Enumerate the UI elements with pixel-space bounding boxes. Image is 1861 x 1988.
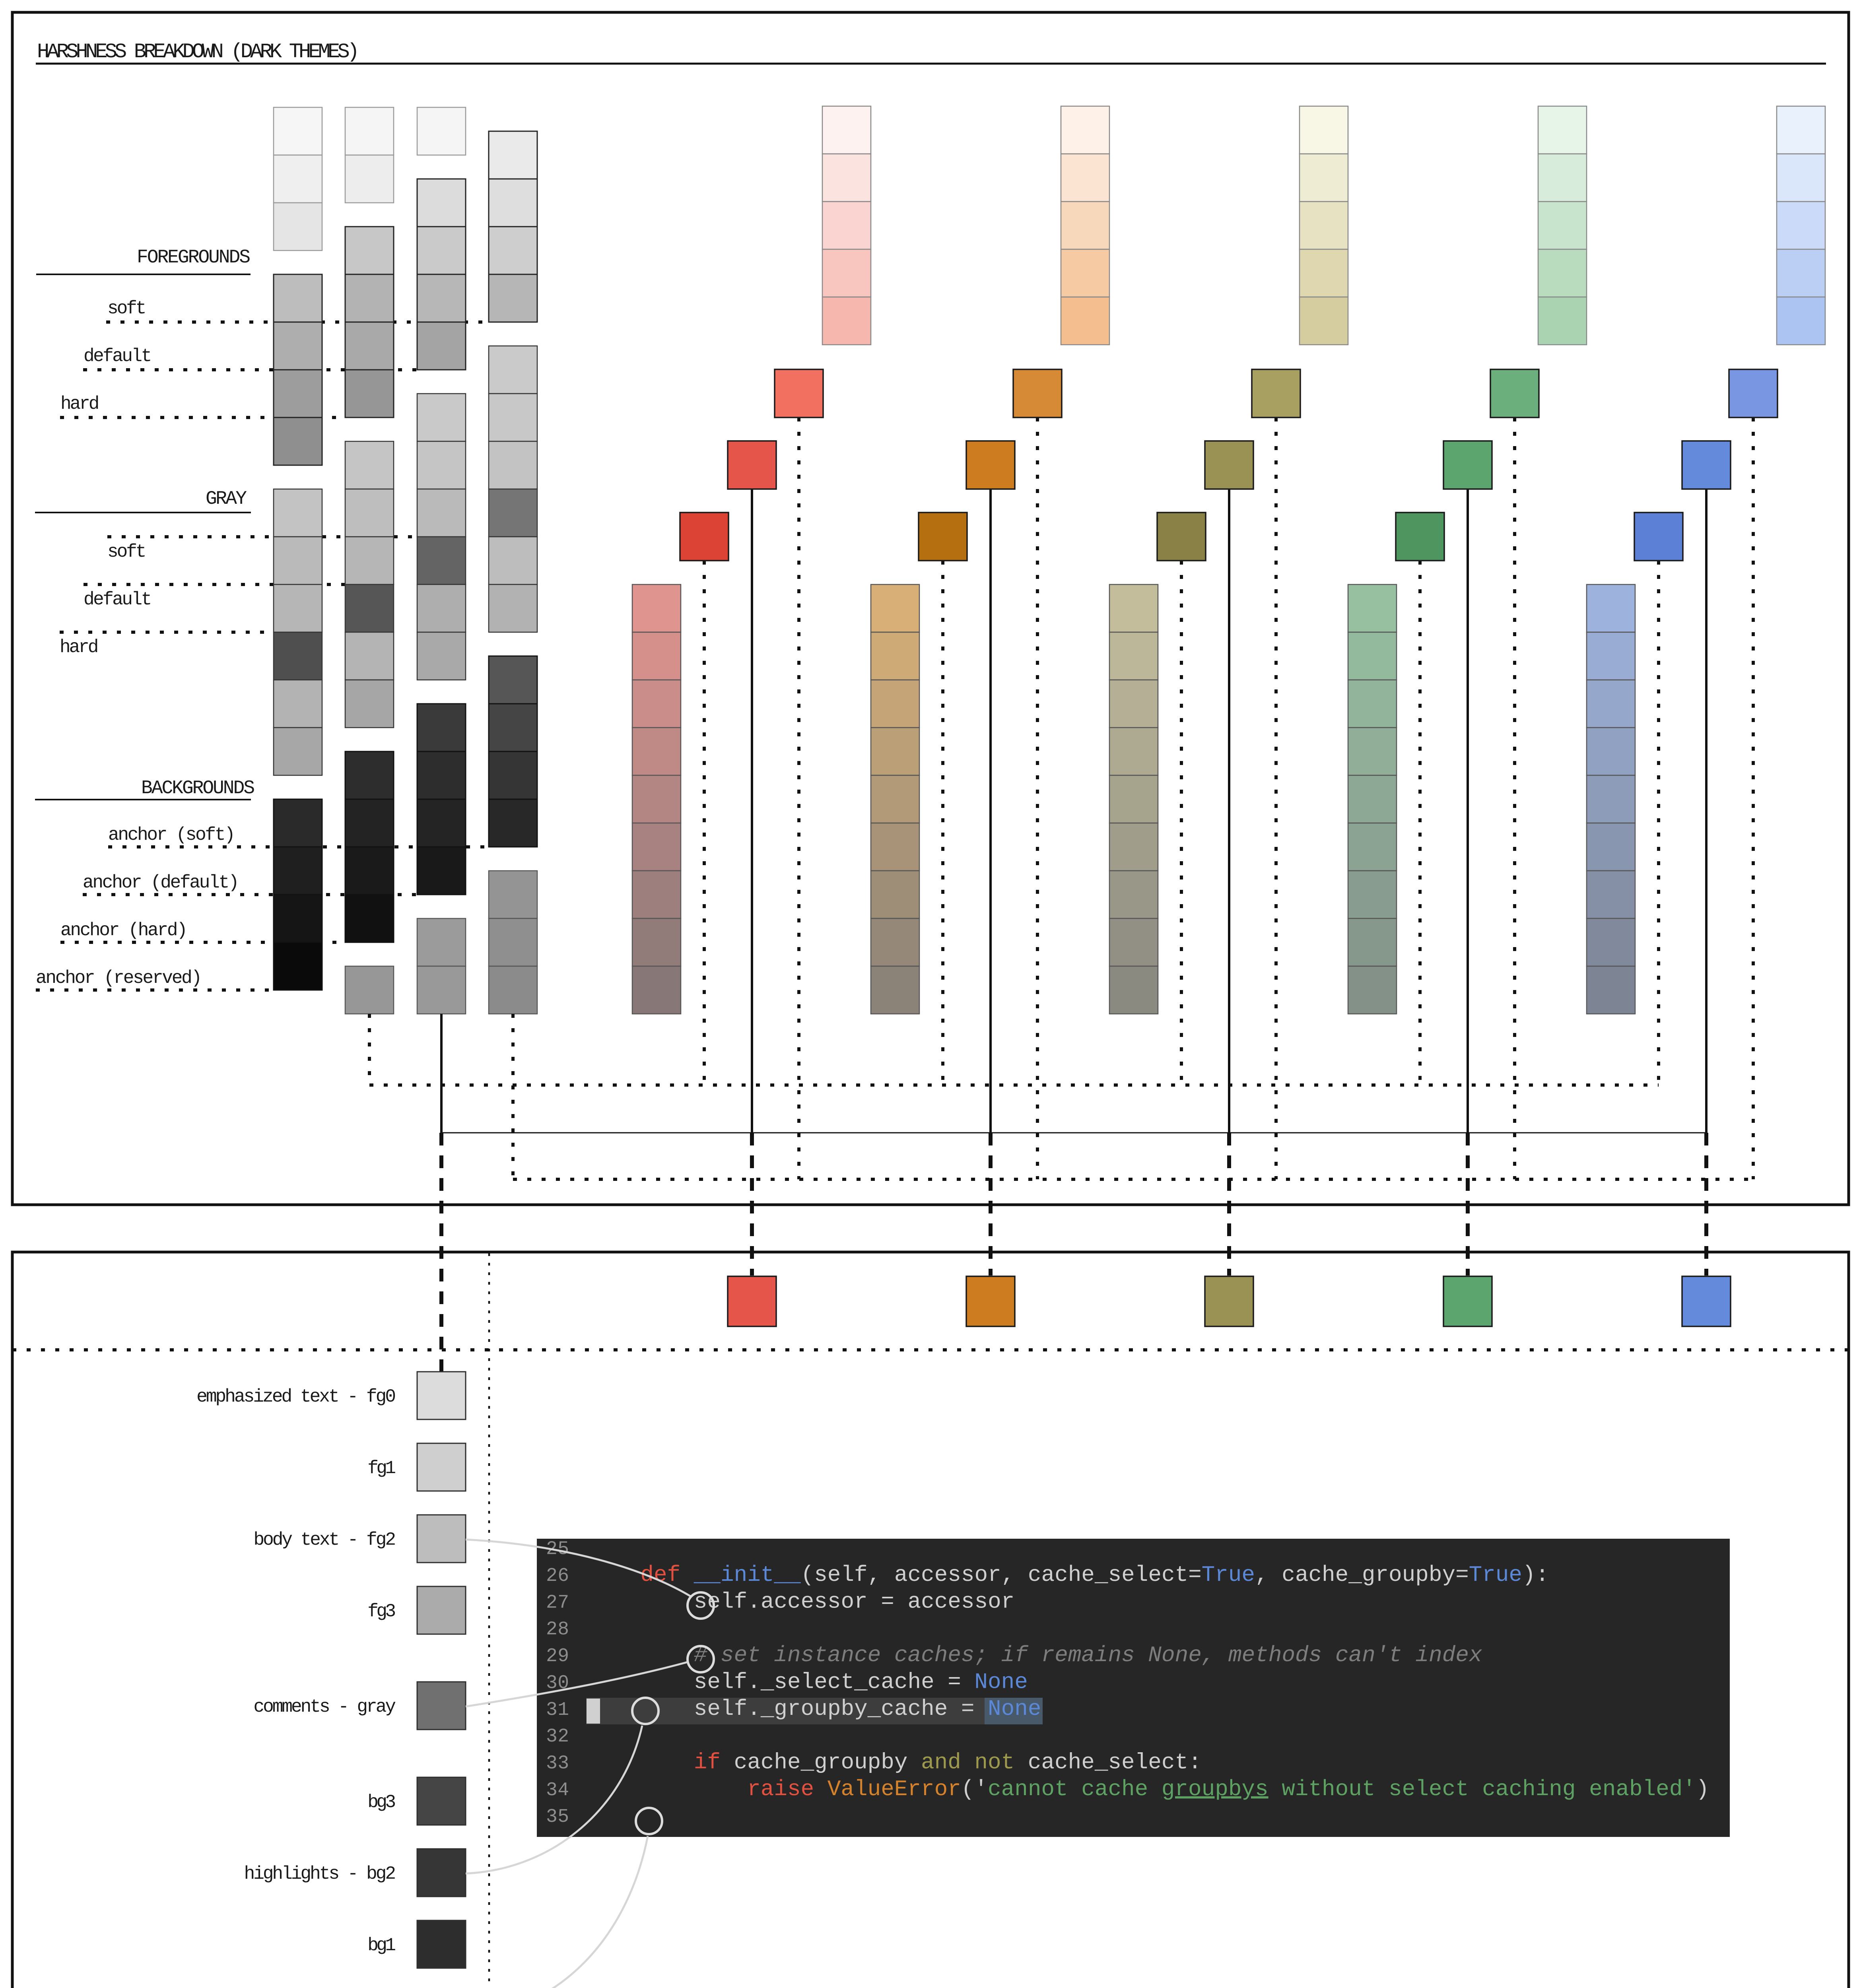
svg-text:bg1: bg1 — [367, 1935, 396, 1956]
svg-text:33: 33 — [546, 1753, 569, 1774]
svg-text:self._select_cache = None: self._select_cache = None — [694, 1669, 1028, 1695]
svg-text:emphasized text - fg0: emphasized text - fg0 — [196, 1386, 396, 1407]
svg-text:31: 31 — [546, 1699, 569, 1721]
svg-text:27: 27 — [546, 1592, 569, 1613]
svg-text:soft: soft — [107, 542, 146, 562]
svg-text:self._groupby_cache = None: self._groupby_cache = None — [694, 1696, 1041, 1722]
svg-text:GRAY: GRAY — [206, 488, 247, 510]
svg-text:26: 26 — [546, 1565, 569, 1587]
svg-text:body text - fg2: body text - fg2 — [254, 1530, 396, 1550]
svg-text:fg1: fg1 — [367, 1458, 396, 1479]
svg-text:soft: soft — [107, 298, 146, 319]
svg-text:35: 35 — [546, 1806, 569, 1828]
svg-text:FOREGROUNDS: FOREGROUNDS — [137, 247, 251, 268]
svg-text:29: 29 — [546, 1646, 569, 1667]
svg-text:highlights - bg2: highlights - bg2 — [244, 1864, 396, 1884]
svg-text:fg3: fg3 — [367, 1601, 396, 1622]
svg-text:default: default — [84, 589, 152, 610]
svg-text:34: 34 — [546, 1780, 569, 1801]
svg-text:hard: hard — [60, 394, 99, 414]
svg-text:anchor (reserved): anchor (reserved) — [36, 968, 202, 988]
svg-text:def__init__(self, accessor, ca: def__init__(self, accessor, cache_select… — [640, 1562, 1549, 1588]
svg-text:comments - gray: comments - gray — [254, 1697, 396, 1717]
svg-text:# set instance caches; if rema: # set instance caches; if remains None, … — [694, 1642, 1482, 1668]
svg-text:bg3: bg3 — [367, 1792, 396, 1813]
svg-text:hard: hard — [60, 637, 99, 658]
svg-text:anchor (hard): anchor (hard) — [60, 920, 188, 941]
svg-text:anchor (default): anchor (default) — [83, 872, 239, 893]
svg-text:anchor (soft): anchor (soft) — [108, 825, 235, 845]
svg-text:28: 28 — [546, 1619, 569, 1640]
svg-text:HARSHNESS BREAKDOWN (DARK THEM: HARSHNESS BREAKDOWN (DARK THEMES) — [37, 40, 359, 64]
svg-text:self.accessor = accessor: self.accessor = accessor — [694, 1589, 1015, 1614]
svg-text:BACKGROUNDS: BACKGROUNDS — [141, 778, 255, 799]
svg-text:default: default — [84, 346, 152, 367]
svg-text:32: 32 — [546, 1726, 569, 1747]
